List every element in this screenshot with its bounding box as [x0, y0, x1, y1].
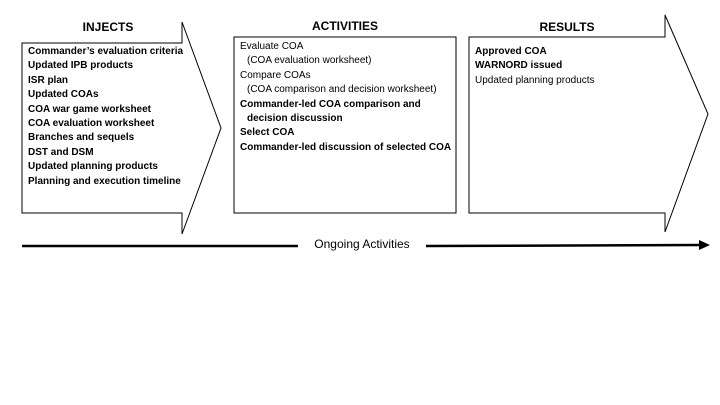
ongoing-arrowhead — [699, 240, 710, 250]
results-list-item: Approved COA — [475, 46, 547, 57]
injects-list-item: COA war game worksheet — [28, 103, 152, 115]
injects-title: INJECTS — [82, 20, 134, 34]
activities-list-item: decision discussion — [247, 113, 343, 125]
activities-list-item: Commander-led discussion of selected COA — [240, 141, 452, 153]
activities-list-item: (COA comparison and decision worksheet) — [247, 84, 437, 96]
injects-list-item: Updated planning products — [28, 161, 158, 173]
results-arrow-shape — [468, 14, 709, 233]
activities-list-item: Compare COAs — [240, 69, 311, 81]
injects-list-item: Planning and execution timeline — [28, 175, 181, 187]
injects-list-item: Updated IPB products — [28, 60, 134, 72]
results-title: RESULTS — [539, 20, 595, 34]
results-list-item: WARNORD issued — [475, 60, 563, 72]
injects-arrow-shape — [21, 21, 222, 235]
activities-list-item: Evaluate COA — [240, 41, 304, 52]
activities-list-item: (COA evaluation worksheet) — [247, 55, 372, 67]
activities-list: Evaluate COA (COA evaluation worksheet) Co… — [240, 40, 451, 155]
activities-list-item: Commander-led COA comparison and — [240, 98, 421, 110]
injects-list-item: Commander’s evaluation criteria — [28, 46, 184, 57]
injects-list-item: DST and DSM — [28, 146, 94, 158]
injects-list-item: Updated COAs — [28, 89, 99, 101]
ongoing-line-right — [425, 243, 700, 248]
results-list-item: Updated planning products — [475, 74, 595, 86]
injects-list-item: COA evaluation worksheet — [28, 118, 155, 130]
activities-title: ACTIVITIES — [311, 19, 378, 33]
injects-list-item: ISR plan — [28, 74, 69, 86]
activities-box — [233, 36, 457, 214]
activities-list-item: Select COA — [240, 127, 295, 139]
injects-list-item: Branches and sequels — [28, 132, 135, 144]
ongoing-activities-label: Ongoing Activities — [300, 237, 424, 251]
